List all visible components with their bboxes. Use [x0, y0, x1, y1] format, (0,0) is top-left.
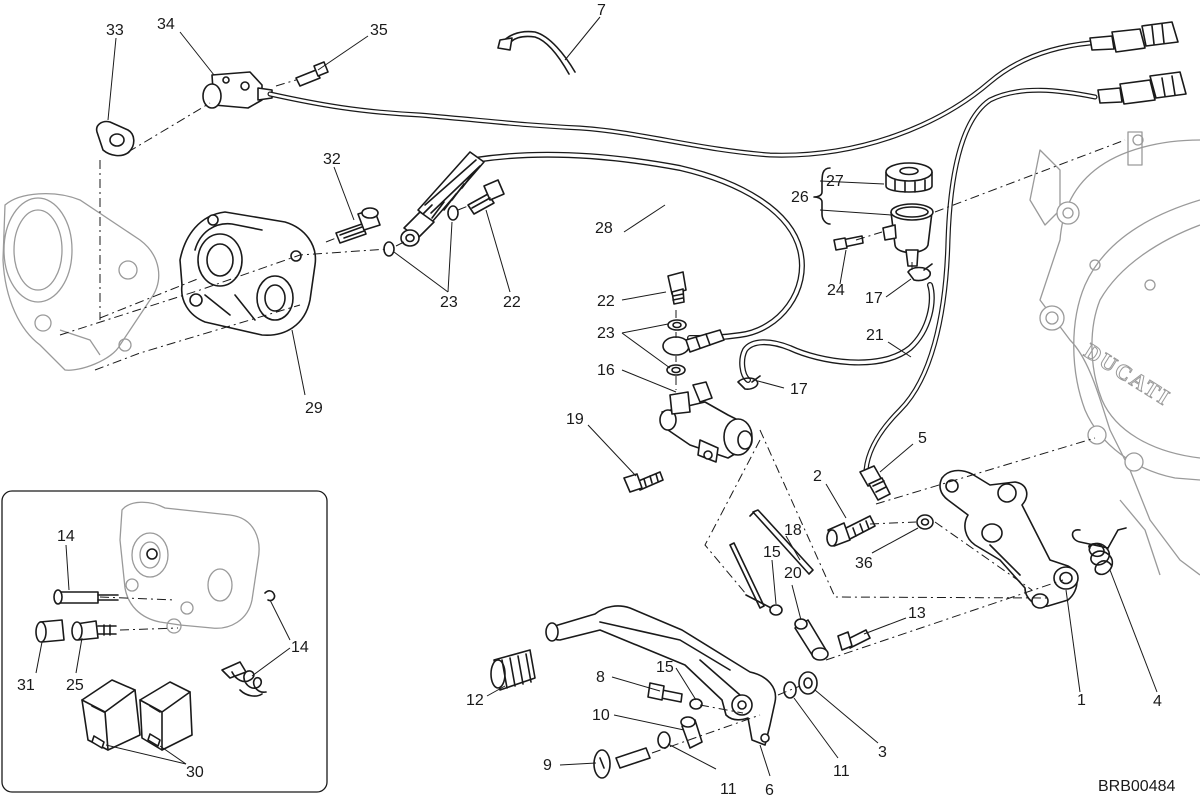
callout-26: 26	[791, 189, 809, 206]
callout-22-left: 22	[503, 294, 521, 311]
stop-switch-cable	[863, 71, 1187, 473]
screw-24	[833, 235, 864, 251]
washers-23-mid	[666, 319, 687, 376]
pivot-bolt-2	[826, 515, 876, 547]
callout-29: 29	[305, 400, 323, 417]
callout-19: 19	[566, 411, 584, 428]
callout-11-lower: 11	[720, 781, 737, 798]
callout-28: 28	[595, 220, 613, 237]
screw-8	[647, 682, 703, 710]
return-spring-4	[1071, 527, 1127, 576]
callout-31: 31	[17, 677, 35, 694]
pedal-rubber-12	[490, 649, 536, 691]
speed-sensor-34	[202, 71, 273, 109]
callout-9: 9	[543, 757, 552, 774]
callout-22-mid: 22	[597, 293, 615, 310]
circlip-11-lower	[657, 731, 671, 749]
callout-1: 1	[1077, 692, 1086, 709]
callout-35: 35	[370, 22, 388, 39]
callout-numbers: 33 34 35 7 32 23 22 29 28 22 23 16 19 17…	[17, 2, 1162, 798]
callout-30: 30	[186, 764, 204, 781]
group-brace-26	[813, 167, 831, 225]
callout-27: 27	[826, 173, 844, 190]
callout-23-mid: 23	[597, 325, 615, 342]
callout-8: 8	[596, 669, 605, 686]
circlip-11-upper	[783, 681, 797, 699]
callout-25: 25	[66, 677, 84, 694]
callout-17-mid: 17	[790, 381, 808, 398]
callout-23-left: 23	[440, 294, 458, 311]
callout-36: 36	[855, 555, 873, 572]
pushrod-20	[794, 618, 829, 661]
bolt-19	[623, 471, 664, 493]
callout-4: 4	[1153, 693, 1162, 710]
screw-35	[295, 61, 329, 87]
callout-16: 16	[597, 362, 615, 379]
callout-14-inset-right: 14	[291, 639, 309, 656]
callout-15-upper: 15	[763, 544, 781, 561]
engine-case-outline: DUCATI	[1029, 131, 1200, 576]
washer-36	[916, 514, 934, 530]
callout-32: 32	[323, 151, 341, 168]
callout-18: 18	[784, 522, 802, 539]
callout-6: 6	[765, 782, 774, 798]
caliper-bolt-32	[335, 207, 381, 244]
spacer-33	[95, 120, 135, 157]
callout-2: 2	[813, 468, 822, 485]
callout-17-top: 17	[865, 290, 883, 307]
bolt-13	[837, 629, 871, 651]
pivot-bolt-9	[593, 747, 651, 779]
washer-3	[798, 671, 818, 695]
banjo-bolt-22-top	[467, 179, 505, 215]
bushing-10	[680, 716, 703, 749]
banjo-bolt-22-mid	[667, 271, 687, 305]
callout-33: 33	[106, 22, 124, 39]
callout-15-lower: 15	[656, 659, 674, 676]
callout-7: 7	[597, 2, 606, 19]
callout-12: 12	[466, 692, 484, 709]
hose-clamp-17-top	[907, 263, 933, 282]
cable-clip-7	[497, 30, 576, 75]
callout-11-upper: 11	[833, 763, 850, 780]
banjo-fitting	[662, 329, 725, 356]
callout-21: 21	[866, 327, 884, 344]
brake-pedal-6	[545, 605, 777, 746]
clevis-15-upper	[745, 594, 783, 616]
callout-5: 5	[918, 430, 927, 447]
callout-13: 13	[908, 605, 926, 622]
master-cylinder-16	[659, 381, 753, 463]
spring-pin-18	[729, 509, 814, 609]
hose-clamp-17-low	[737, 375, 761, 390]
drawing-code: BRB00484	[1098, 778, 1175, 795]
assembly-centerlines	[59, 79, 1126, 754]
callout-10: 10	[592, 707, 610, 724]
callout-34: 34	[157, 16, 175, 33]
rear-brake-hose-28	[400, 151, 805, 341]
reservoir-cap-27	[885, 162, 933, 193]
callout-20: 20	[784, 565, 802, 582]
brake-fluid-reservoir-26	[882, 203, 934, 267]
callout-24: 24	[827, 282, 845, 299]
hose-end-fitting-5	[859, 465, 891, 501]
caliper-carrier-bracket	[2, 193, 160, 371]
sensor-cable	[267, 21, 1179, 158]
callout-3: 3	[878, 744, 887, 761]
footrest-bracket-1	[939, 469, 1079, 609]
callout-leader-lines	[35, 16, 1158, 777]
reservoir-hose-21	[739, 282, 935, 383]
callout-14-inset-top: 14	[57, 528, 75, 545]
caliper-pads-inset	[1, 490, 328, 793]
